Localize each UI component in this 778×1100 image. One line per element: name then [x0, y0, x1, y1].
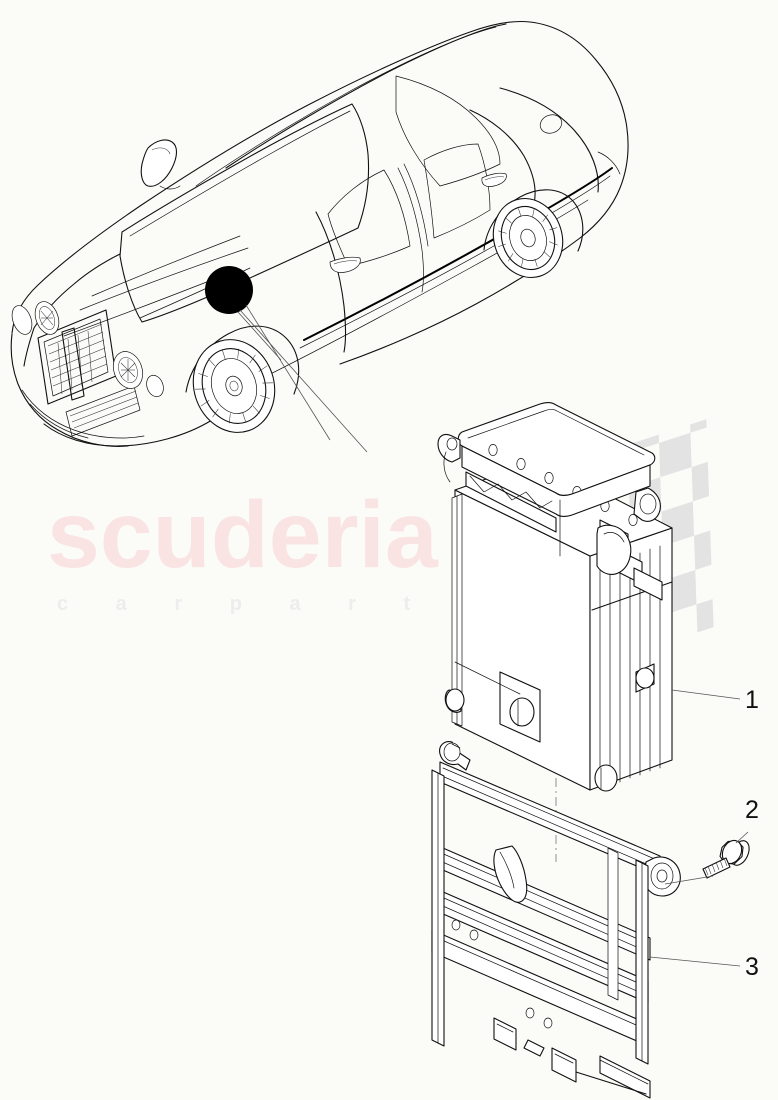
callout-number-2: 2 [745, 796, 759, 824]
callout-leader-1 [671, 689, 741, 700]
vehicle-leader-lines [237, 304, 368, 453]
part-engine-control-module [437, 402, 673, 792]
location-marker-dot [205, 266, 253, 314]
callout-number-1: 1 [745, 686, 759, 714]
watermark-tagline-text: c a r p a r t s [57, 593, 490, 615]
part-hex-flange-bolt [702, 839, 750, 879]
callout-leader-2 [664, 831, 749, 885]
part-control-module-bracket [431, 741, 681, 1099]
callout-number-3: 3 [745, 953, 759, 981]
callout-leader-3 [649, 956, 741, 967]
vehicle-illustration [10, 20, 629, 447]
watermark-brand-text: scuderia [47, 482, 439, 588]
